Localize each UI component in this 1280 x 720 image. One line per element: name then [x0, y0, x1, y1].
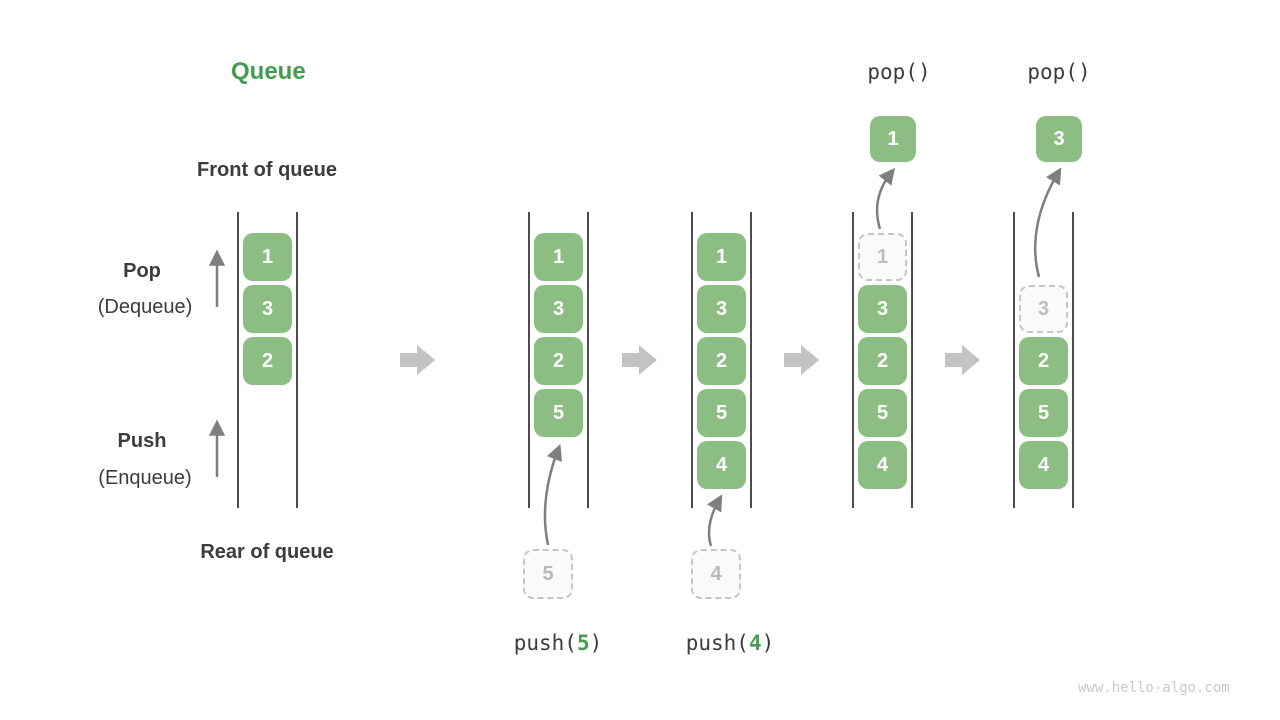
pop1-operation-label: pop() [867, 60, 931, 84]
push4-fn: push( [685, 631, 749, 655]
queue-cell: 1 [243, 233, 292, 281]
rear-of-queue-label: Rear of queue [200, 541, 334, 563]
staged-element-5: 5 [523, 549, 573, 599]
popped-element-1: 1 [870, 116, 916, 162]
queue-cell: 2 [697, 337, 746, 385]
queue-state-2: 1 3 2 5 [528, 212, 589, 508]
push4-close: ) [761, 631, 775, 655]
queue-cell: 1 [534, 233, 583, 281]
pop-label: Pop [123, 260, 161, 282]
popped-element-3: 3 [1036, 116, 1082, 162]
queue-state-1: 1 3 2 [237, 212, 298, 508]
staged-element-4: 4 [691, 549, 741, 599]
queue-cell-dashed: 3 [1019, 285, 1068, 333]
queue-cell: 2 [1019, 337, 1068, 385]
queue-cell: 4 [1019, 441, 1068, 489]
step-arrow-1 [400, 345, 435, 375]
step-arrow-2 [622, 345, 657, 375]
queue-cell: 2 [858, 337, 907, 385]
front-of-queue-label: Front of queue [197, 159, 337, 181]
queue-cell: 5 [697, 389, 746, 437]
queue-cell: 2 [243, 337, 292, 385]
queue-cell-dashed: 1 [858, 233, 907, 281]
page-title: Queue [231, 58, 306, 85]
queue-state-4: 1 3 2 5 4 [852, 212, 913, 508]
queue-cell: 2 [534, 337, 583, 385]
queue-cell: 3 [697, 285, 746, 333]
queue-cell: 5 [858, 389, 907, 437]
pop2-operation-label: pop() [1027, 60, 1091, 84]
queue-cell: 3 [243, 285, 292, 333]
queue-cell: 1 [697, 233, 746, 281]
enqueue-label: (Enqueue) [98, 467, 192, 489]
queue-state-5: 3 2 5 4 [1013, 212, 1074, 508]
watermark: www.hello-algo.com [1078, 680, 1230, 696]
dequeue-label: (Dequeue) [97, 296, 193, 318]
step-arrow-3 [784, 345, 819, 375]
queue-cell: 5 [534, 389, 583, 437]
step-arrow-4 [945, 345, 980, 375]
push4-arg: 4 [748, 631, 762, 655]
push-label: Push [117, 430, 167, 452]
queue-cell: 5 [1019, 389, 1068, 437]
push5-operation-label: push(5) [514, 631, 603, 655]
queue-cell: 4 [858, 441, 907, 489]
push5-arg: 5 [576, 631, 590, 655]
queue-cell: 4 [697, 441, 746, 489]
queue-cell: 3 [534, 285, 583, 333]
queue-state-3: 1 3 2 5 4 [691, 212, 752, 508]
queue-cell: 3 [858, 285, 907, 333]
push4-operation-label: push(4) [686, 631, 775, 655]
push5-fn: push( [513, 631, 577, 655]
push5-close: ) [589, 631, 603, 655]
